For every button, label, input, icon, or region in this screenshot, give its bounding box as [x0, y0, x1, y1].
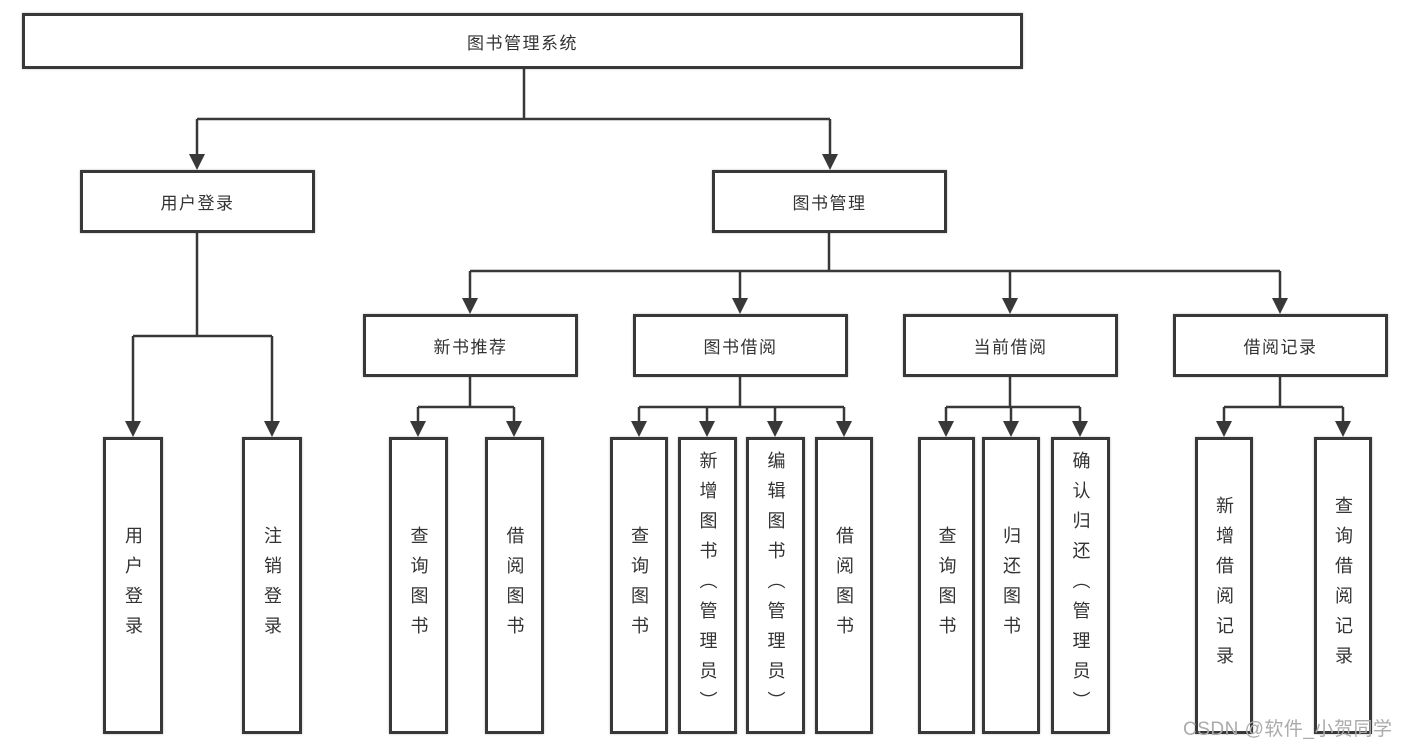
node-current-borrow: 当前借阅	[903, 314, 1118, 377]
connector-root-to-level2	[195, 69, 832, 156]
connector-borrow-record-to-leaves	[1222, 377, 1345, 423]
node-user-login: 用户登录	[80, 170, 315, 233]
leaf-currentborrow-return-books-label: 归还图书	[1001, 525, 1021, 646]
node-book-mgmt-label: 图书管理	[792, 194, 867, 213]
leaf-logout-label: 注销登录	[262, 525, 282, 646]
connector-user-login-to-leaves	[131, 233, 274, 423]
leaf-bookborrow-query-books-label: 查询图书	[629, 525, 649, 646]
node-root: 图书管理系统	[22, 13, 1023, 69]
node-new-book-rec-label: 新书推荐	[433, 338, 508, 357]
watermark: CSDN @软件_小贺同学	[1183, 719, 1393, 740]
leaf-newbookrec-borrow-books: 借阅图书	[485, 437, 544, 734]
leaf-newbookrec-borrow-books-label: 借阅图书	[504, 525, 525, 646]
node-root-label: 图书管理系统	[467, 33, 578, 53]
node-new-book-rec: 新书推荐	[363, 314, 578, 377]
leaf-user-login: 用户登录	[103, 437, 163, 734]
leaf-user-login-label: 用户登录	[123, 525, 143, 646]
leaf-borrowrecord-add-record: 新增借阅记录	[1195, 437, 1253, 734]
leaf-currentborrow-query-books-label: 查询图书	[936, 525, 957, 646]
leaf-logout: 注销登录	[242, 437, 302, 734]
leaf-bookborrow-edit-books: 编辑图书（管理员）	[746, 437, 805, 734]
leaf-bookborrow-borrow-books-label: 借阅图书	[834, 525, 854, 646]
node-borrow-record: 借阅记录	[1173, 314, 1388, 377]
node-book-borrow: 图书借阅	[633, 314, 848, 377]
node-book-mgmt: 图书管理	[712, 170, 947, 233]
leaf-newbookrec-query-books: 查询图书	[389, 437, 448, 734]
arrowheads	[125, 154, 1351, 437]
node-current-borrow-label: 当前借阅	[973, 338, 1048, 357]
leaf-bookborrow-add-books: 新增图书（管理员）	[678, 437, 737, 734]
node-book-borrow-label: 图书借阅	[703, 338, 778, 357]
leaf-bookborrow-query-books: 查询图书	[610, 437, 668, 734]
leaf-currentborrow-query-books: 查询图书	[918, 437, 975, 734]
connector-book-borrow-to-leaves	[637, 377, 846, 423]
connector-book-mgmt-to-level3	[468, 233, 1282, 300]
leaf-bookborrow-add-books-label: 新增图书（管理员）	[697, 450, 718, 721]
leaf-borrowrecord-query-record: 查询借阅记录	[1314, 437, 1372, 734]
leaf-bookborrow-borrow-books: 借阅图书	[815, 437, 873, 734]
connector-current-borrow-to-leaves	[944, 377, 1082, 423]
leaf-borrowrecord-query-record-label: 查询借阅记录	[1333, 495, 1353, 676]
leaf-currentborrow-confirm-return-label: 确认归还（管理员）	[1070, 450, 1091, 721]
leaf-borrowrecord-add-record-label: 新增借阅记录	[1214, 495, 1234, 676]
node-borrow-record-label: 借阅记录	[1243, 338, 1318, 357]
leaf-currentborrow-confirm-return: 确认归还（管理员）	[1051, 437, 1110, 734]
leaf-currentborrow-return-books: 归还图书	[982, 437, 1040, 734]
leaf-newbookrec-query-books-label: 查询图书	[408, 525, 429, 646]
leaf-bookborrow-edit-books-label: 编辑图书（管理员）	[765, 450, 786, 721]
connector-new-book-rec-to-leaves	[416, 377, 516, 423]
node-user-login-label: 用户登录	[160, 194, 235, 213]
